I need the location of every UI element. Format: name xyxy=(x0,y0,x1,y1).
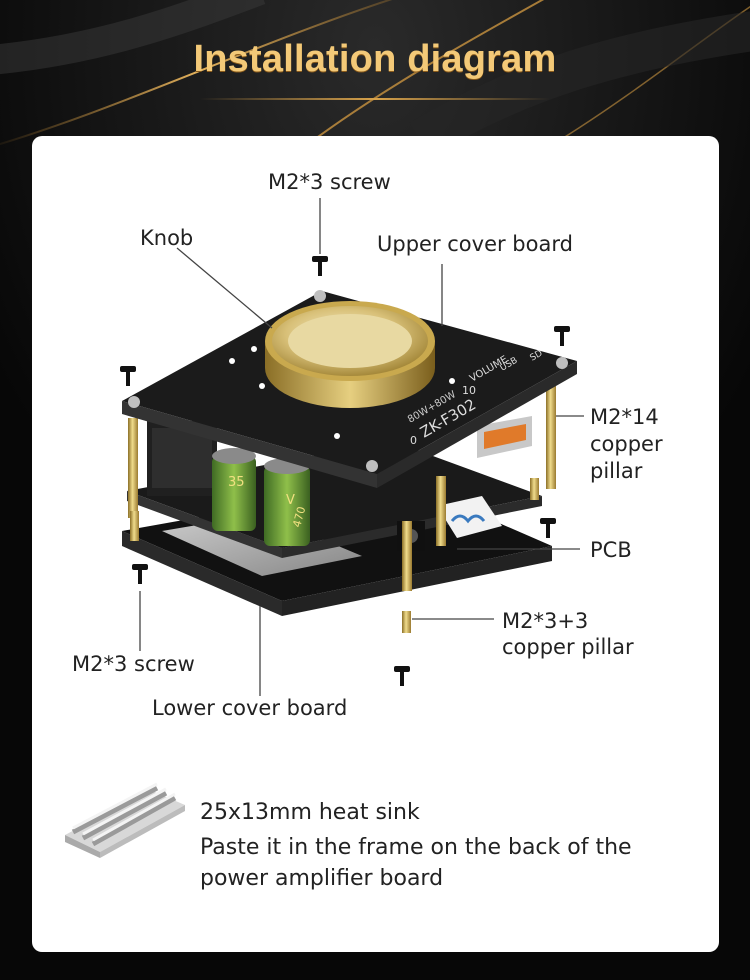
title-underline xyxy=(200,98,550,100)
label-pcb: PCB xyxy=(590,537,632,563)
scale-max: 10 xyxy=(462,384,476,397)
scale-min: 0 xyxy=(410,434,417,447)
cap-label-2: V xyxy=(286,493,295,508)
label-pillar33-2: copper pillar xyxy=(502,634,634,660)
heatsink-description: Paste it in the frame on the back of the… xyxy=(200,832,700,894)
label-screw-top: M2*3 screw xyxy=(268,169,391,195)
label-lower-cover: Lower cover board xyxy=(152,695,347,721)
label-pillar14-2: copper xyxy=(590,431,663,457)
label-knob: Knob xyxy=(140,225,193,251)
heatsink-image xyxy=(55,780,190,860)
label-pillar33-1: M2*3+3 xyxy=(502,608,588,634)
label-upper-cover: Upper cover board xyxy=(377,231,573,257)
page-title: Installation diagram xyxy=(0,38,750,81)
label-screw-bottom: M2*3 screw xyxy=(72,651,195,677)
cap-label: 35 xyxy=(228,475,245,490)
heatsink-title: 25x13mm heat sink xyxy=(200,800,420,825)
knob xyxy=(265,301,435,408)
label-pillar14-1: M2*14 xyxy=(590,404,659,430)
label-pillar14-3: pillar xyxy=(590,458,642,484)
